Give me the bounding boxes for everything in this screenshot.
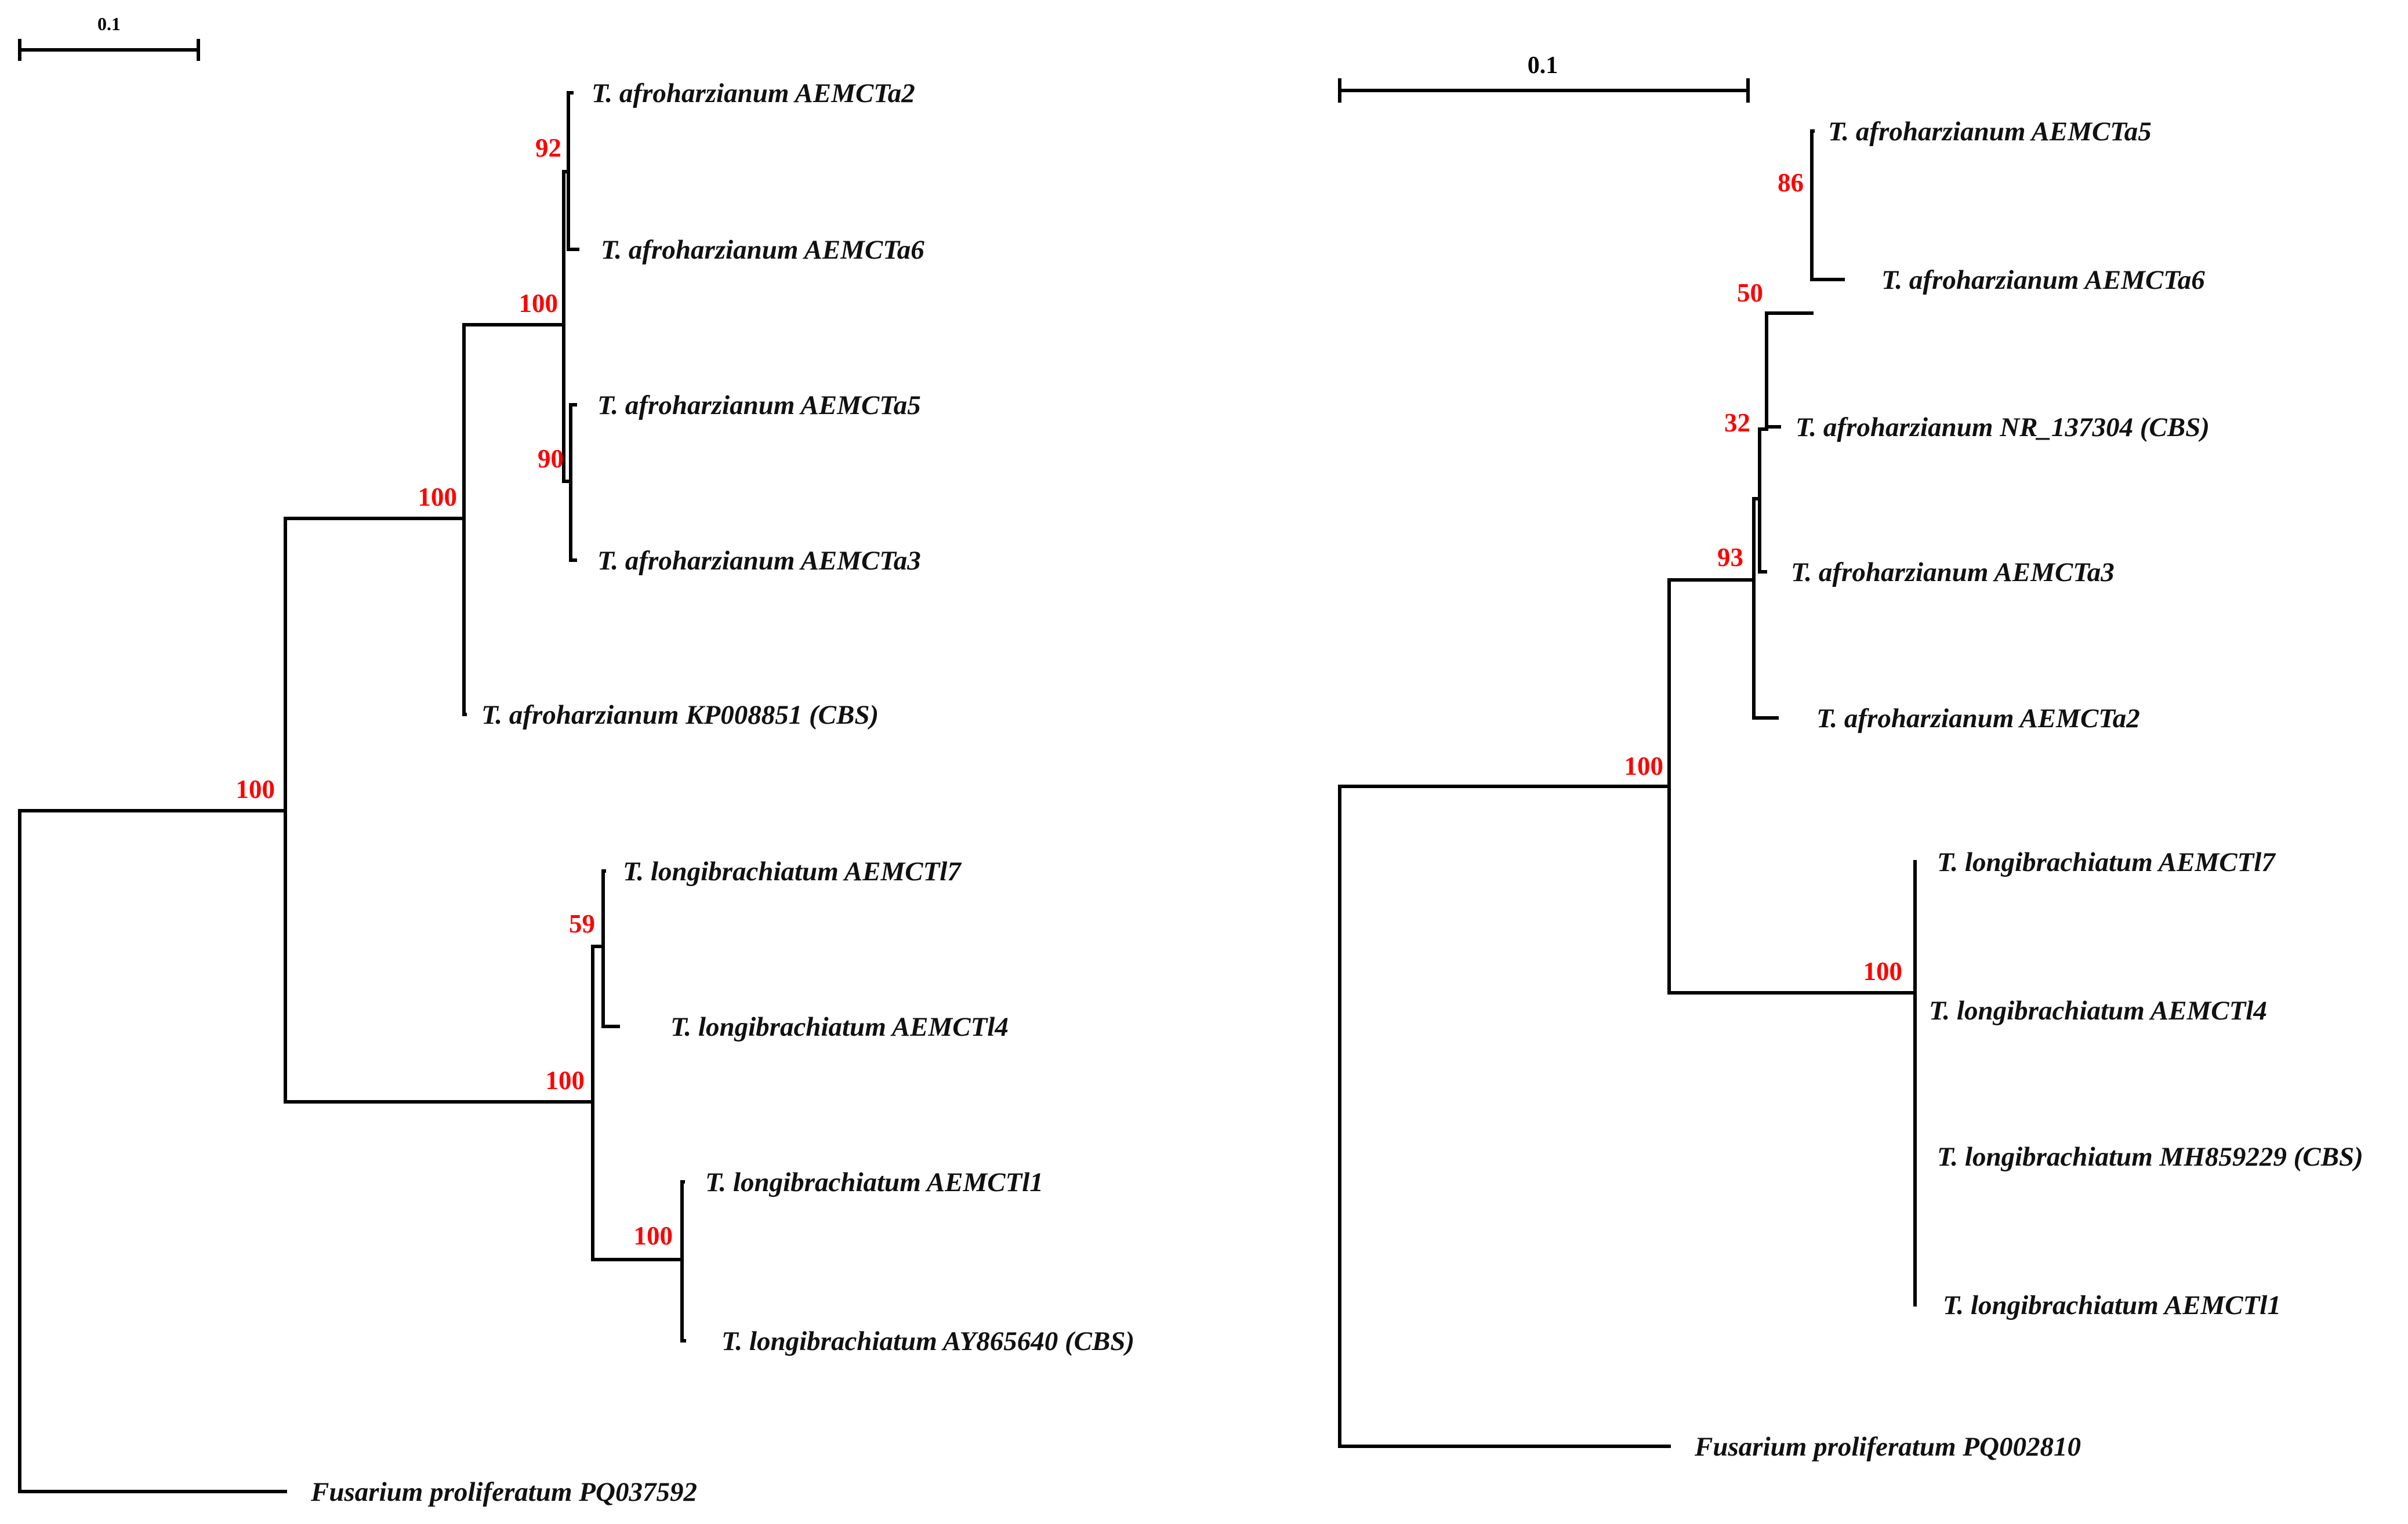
left-bootstrap-value: 100	[236, 775, 275, 804]
left-taxon-label: T. longibrachiatum AY865640 (CBS)	[721, 1326, 1134, 1356]
right-taxon-label: T. longibrachiatum AEMCTl7	[1937, 847, 2276, 877]
left-taxon-label: T. longibrachiatum AEMCTl7	[623, 857, 962, 887]
left-branches	[18, 91, 686, 1493]
right-bootstrap-value: 100	[1863, 957, 1903, 986]
left-taxon-label: Fusarium proliferatum PQ037592	[310, 1477, 697, 1507]
right-bootstrap-value: 50	[1737, 278, 1763, 307]
left-taxon-label: T. afroharzianum KP008851 (CBS)	[481, 700, 879, 730]
right-taxon-label: T. afroharzianum AEMCTa2	[1816, 703, 2140, 734]
right-taxon-label: T. afroharzianum AEMCTa5	[1828, 117, 2152, 147]
right-branches	[1338, 129, 1917, 1448]
left-taxon-labels: T. afroharzianum AEMCTa2 T. afroharzianu…	[310, 78, 1134, 1507]
right-scale-bar: 0.1	[1338, 52, 1750, 103]
right-taxon-label: T. afroharzianum NR_137304 (CBS)	[1796, 412, 2210, 442]
left-bootstrap-value: 90	[538, 444, 564, 473]
left-taxon-label: T. afroharzianum AEMCTa3	[597, 546, 921, 576]
right-bootstrap-value: 32	[1724, 408, 1750, 437]
left-bootstrap-value: 100	[634, 1221, 673, 1250]
right-taxon-label: T. longibrachiatum AEMCTl4	[1929, 996, 2267, 1026]
right-taxon-labels: T. afroharzianum AEMCTa5 T. afroharzianu…	[1694, 117, 2363, 1462]
right-bootstrap-value: 93	[1717, 543, 1743, 572]
right-taxon-label: T. afroharzianum AEMCTa3	[1791, 557, 2115, 587]
left-taxon-label: T. longibrachiatum AEMCTl1	[705, 1167, 1043, 1198]
right-bootstrap-value: 100	[1624, 752, 1664, 781]
right-taxon-label: Fusarium proliferatum PQ002810	[1694, 1432, 2081, 1462]
right-taxon-label: T. longibrachiatum AEMCTl1	[1943, 1290, 2281, 1320]
right-taxon-label: T. longibrachiatum MH859229 (CBS)	[1937, 1142, 2363, 1172]
left-bootstrap-value: 100	[418, 482, 458, 511]
left-scale-bar: 0.1	[18, 13, 200, 61]
right-bootstrap-values: 86 50 32 93 100 100	[1624, 168, 1903, 986]
left-tree: 0.1	[18, 13, 1134, 1507]
left-taxon-label: T. afroharzianum AEMCTa5	[597, 390, 921, 420]
left-taxon-label: T. longibrachiatum AEMCTl4	[670, 1012, 1009, 1042]
right-tree: 0.1 T. afro	[1338, 52, 2363, 1462]
left-bootstrap-value: 92	[535, 133, 561, 162]
left-taxon-label: T. afroharzianum AEMCTa6	[601, 235, 924, 265]
left-bootstrap-values: 92 90 100 100 59 100 100 100	[236, 133, 673, 1250]
left-taxon-label: T. afroharzianum AEMCTa2	[592, 78, 915, 108]
left-scale-bar-label: 0.1	[97, 13, 121, 34]
right-bootstrap-value: 86	[1778, 168, 1804, 197]
left-bootstrap-value: 100	[519, 289, 559, 318]
right-scale-bar-label: 0.1	[1528, 52, 1558, 79]
right-taxon-label: T. afroharzianum AEMCTa6	[1881, 265, 2205, 295]
left-bootstrap-value: 100	[546, 1066, 585, 1095]
left-bootstrap-value: 59	[569, 909, 595, 938]
